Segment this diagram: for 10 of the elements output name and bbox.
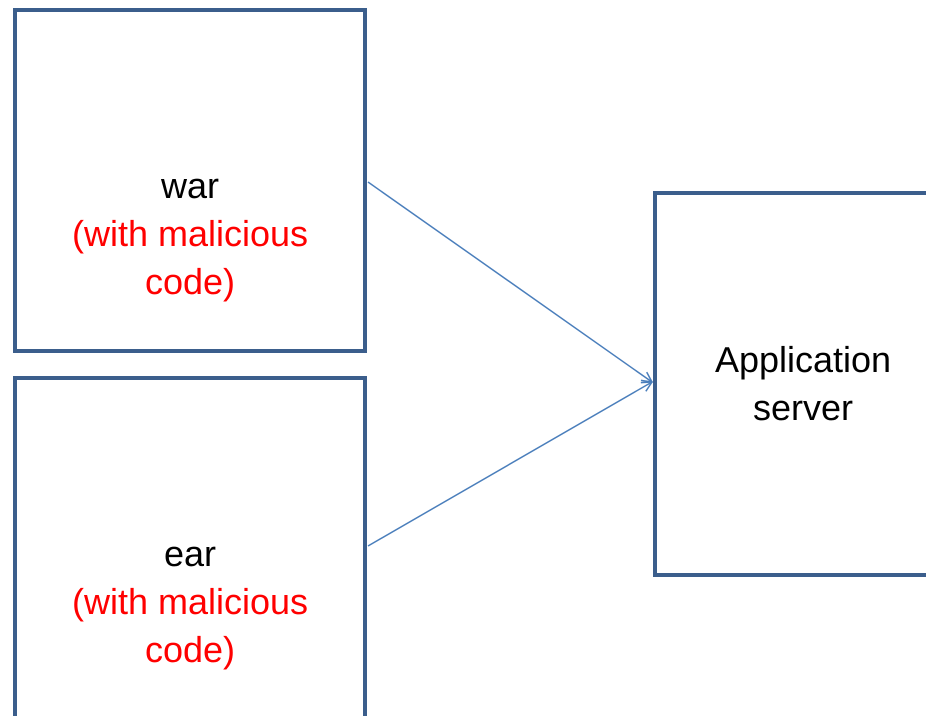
- warning-note: (with malicious code): [70, 212, 310, 304]
- box-label: war: [160, 164, 219, 208]
- process-box: [653, 191, 926, 577]
- arrow: [368, 181, 653, 383]
- arrow: [368, 381, 653, 547]
- process-box: [13, 376, 367, 716]
- box-label: ear: [164, 532, 216, 576]
- warning-note: (with malicious code): [70, 580, 310, 672]
- box-label: Application server: [714, 338, 892, 430]
- process-box: [13, 8, 367, 353]
